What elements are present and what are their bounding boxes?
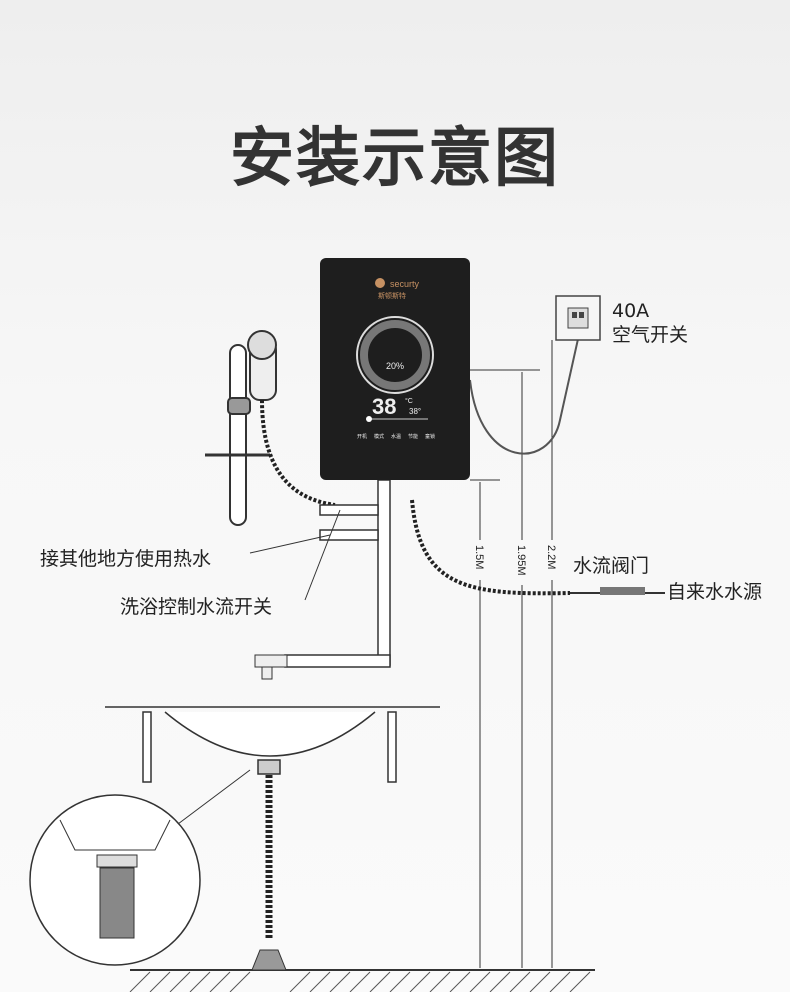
leader-line-detail (169, 769, 251, 831)
shower-hose (260, 399, 336, 507)
leader-line-hot-water (249, 534, 331, 554)
faucet (254, 654, 288, 680)
dimension-2-2m: 2.2M (545, 545, 557, 569)
heater-percent: 20% (386, 361, 404, 371)
air-switch-breaker (555, 295, 601, 341)
temp-unit: °C (405, 397, 413, 405)
page-title: 安装示意图 (230, 122, 560, 196)
water-heater: securty 斯顿斯特 20% 38 °C 38° 开机 模式 水温 节能 童… (320, 258, 470, 480)
label-water-source: 自来水水源 (667, 581, 762, 603)
power-cable (469, 329, 581, 455)
inlet-hose (410, 499, 571, 596)
breaker-label: 空气开关 (612, 324, 688, 346)
brand-logo: securty (390, 279, 420, 289)
leader-line-shower-switch (304, 509, 341, 601)
floor (129, 949, 595, 992)
heater-button-mode[interactable]: 模式 (374, 433, 384, 440)
dimension-1-5m: 1.5M (473, 545, 485, 569)
label-water-valve: 水流阀门 (573, 555, 649, 577)
dimension-lines (470, 340, 553, 968)
hot-water-pipes (284, 479, 391, 668)
drain-detail-inset (29, 794, 201, 966)
heater-button-temp[interactable]: 水温 (391, 433, 401, 440)
shower-rail (205, 330, 277, 526)
label-shower-switch: 洗浴控制水流开关 (120, 596, 272, 618)
sink (105, 706, 440, 783)
brand-name-cn: 斯顿斯特 (378, 291, 406, 300)
set-temperature: 38° (409, 407, 421, 416)
water-valve (600, 587, 645, 595)
heater-button-eco[interactable]: 节能 (408, 433, 418, 440)
heater-temperature: 38 (372, 394, 396, 419)
label-hot-water-outlet: 接其他地方使用热水 (40, 548, 211, 570)
breaker-rating: 40A (612, 300, 649, 322)
heater-button-lock[interactable]: 童锁 (425, 433, 435, 440)
dimension-1-95m: 1.95M (515, 545, 527, 576)
heater-button-power[interactable]: 开机 (357, 433, 367, 440)
